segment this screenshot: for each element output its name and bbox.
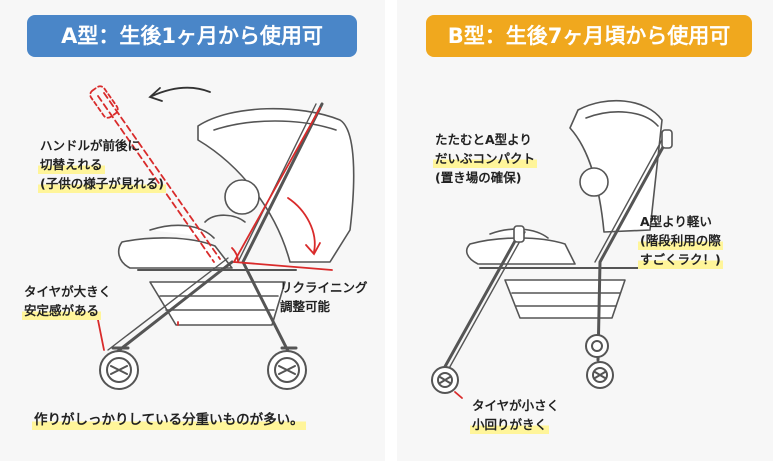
note-handle-switch: ハンドルが前後に 切替えれる (子供の様子が見れる) bbox=[38, 136, 166, 193]
panel-b-type-stroller bbox=[397, 0, 773, 461]
stroller-b-baby-head bbox=[579, 167, 609, 197]
stroller-a-handle-arrow bbox=[151, 86, 211, 97]
stroller-a-wheel-front bbox=[99, 350, 139, 390]
note-compact-line3: (置き場の確保) bbox=[435, 170, 522, 185]
note-lighter: A型より軽い (階段利用の際 すごくラク！) bbox=[638, 212, 723, 269]
stroller-b-front-leg bbox=[440, 230, 522, 374]
note-footer-heavy-text: 作りがしっかりしている分重いものが多い。 bbox=[32, 411, 306, 430]
note-handle-line2: 切替えれる bbox=[38, 155, 105, 174]
note-compact-line1: たたむとA型より bbox=[435, 132, 532, 147]
stroller-a-baby-head bbox=[224, 179, 260, 215]
note-lighter-line1: A型より軽い bbox=[640, 214, 712, 229]
stroller-b-rear-leg bbox=[596, 136, 670, 362]
badge-b-type: B型：生後7ヶ月頃から使用可 bbox=[426, 15, 752, 57]
note-recline-line1: リクライニング bbox=[280, 280, 368, 295]
note-tire-small: タイヤが小さく 小回りがきく bbox=[470, 396, 561, 434]
stroller-a-seat bbox=[117, 237, 233, 269]
stroller-a-wheel-rear bbox=[267, 350, 307, 390]
note-compact-line2: だいぶコンパクト bbox=[433, 149, 538, 168]
note-tire-small-line1: タイヤが小さく bbox=[472, 398, 560, 413]
note-tire-large-line2: 安定感がある bbox=[22, 301, 102, 320]
note-lighter-line2: (階段利用の際 bbox=[638, 231, 723, 250]
stroller-b-wheel-front bbox=[431, 366, 459, 394]
stroller-a-handle-red-line bbox=[233, 107, 321, 263]
stroller-b-wheel-mid bbox=[585, 334, 609, 358]
note-compact: たたむとA型より だいぶコンパクト (置き場の確保) bbox=[433, 130, 538, 187]
note-footer-heavy: 作りがしっかりしている分重いものが多い。 bbox=[32, 411, 306, 430]
badge-a-type: A型：生後1ヶ月から使用可 bbox=[27, 15, 357, 57]
note-handle-line3: (子供の様子が見れる) bbox=[38, 174, 166, 193]
stroller-a-recline-arrow bbox=[287, 197, 316, 253]
note-recline-line2: 調整可能 bbox=[280, 299, 331, 314]
note-handle-line1: ハンドルが前後に bbox=[40, 138, 141, 153]
stroller-a-front-leg bbox=[111, 260, 234, 357]
note-recline: リクライニング 調整可能 bbox=[278, 278, 370, 316]
panel-divider bbox=[385, 0, 397, 461]
stroller-b-seat bbox=[465, 237, 576, 265]
stroller-b-wheel-rear bbox=[586, 361, 614, 389]
note-lighter-line3: すごくラク！) bbox=[638, 250, 723, 269]
note-tire-small-line2: 小回りがきく bbox=[470, 415, 550, 434]
note-tire-large: タイヤが大きく 安定感がある bbox=[22, 282, 113, 320]
stroller-b-tire-pointer bbox=[454, 391, 463, 399]
stroller-b-canopy bbox=[569, 99, 663, 233]
stroller-b-basket bbox=[504, 279, 626, 319]
note-tire-large-line1: タイヤが大きく bbox=[24, 284, 112, 299]
stroller-a-tire-pointer bbox=[97, 319, 105, 351]
